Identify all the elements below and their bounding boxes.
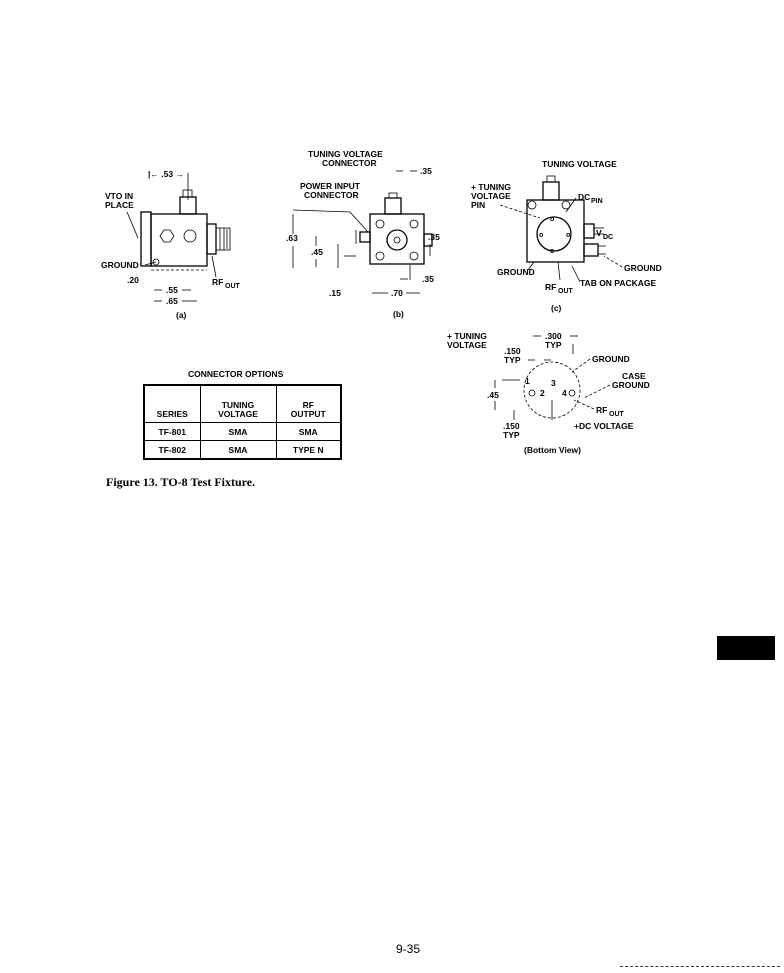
vdc-label: V: [596, 228, 602, 238]
dim-150-bottom: .150: [503, 421, 520, 431]
dim-63: .63: [286, 233, 298, 243]
power-input-2: CONNECTOR: [304, 190, 359, 200]
plus-tuning-3-c: PIN: [471, 200, 485, 210]
figure-d-bottom-view: + TUNING VOLTAGE .300 TYP .150 TYP GROUN…: [447, 331, 650, 455]
power-input-1: POWER INPUT: [300, 181, 361, 191]
table-row: TF-802 SMA TYPE N: [143, 440, 342, 460]
tuning-voltage-c: TUNING VOLTAGE: [542, 159, 617, 169]
table-cell: TYPE N: [275, 440, 342, 460]
table-cell: SMA: [199, 440, 277, 460]
figure-c-top-view: TUNING VOLTAGE + TUNING VOLTAGE PIN o o …: [471, 159, 662, 313]
pin-4: 4: [562, 388, 567, 398]
rf-out-sub-a: OUT: [225, 283, 241, 290]
plus-tuning-1-c: + TUNING: [471, 182, 511, 192]
table-cell: SMA: [275, 422, 342, 441]
figure-caption: Figure 13. TO-8 Test Fixture.: [106, 475, 256, 489]
table-cell: TF-802: [143, 440, 201, 460]
vto-label-2: PLACE: [105, 200, 134, 210]
dc-pin-sub: PIN: [591, 198, 603, 205]
dim-300: .300: [545, 331, 562, 341]
vdc-sub: DC: [603, 234, 613, 241]
rf-out-label-d: RF: [596, 405, 607, 415]
dim-45: .45: [311, 247, 323, 257]
svg-text:o: o: [539, 232, 543, 239]
dim-20: .20: [127, 275, 139, 285]
svg-text:o: o: [566, 232, 570, 239]
rf-out-label-c: RF: [545, 282, 556, 292]
dim-65: .65: [166, 296, 178, 306]
ground-left-c: GROUND: [497, 267, 535, 277]
pin-3: 3: [551, 378, 556, 388]
ground-right-c: GROUND: [624, 263, 662, 273]
section-tab-marker: [717, 636, 775, 660]
caption-a: (a): [176, 310, 187, 320]
figure-a-side-view: |← .53 → VTO IN PLACE GROUND .20 RF OUT …: [101, 169, 241, 320]
table-row: TF-801 SMA SMA: [143, 422, 342, 441]
ground-label-a: GROUND: [101, 260, 139, 270]
dim-53: |← .53 →: [148, 169, 184, 179]
tab-on-package: TAB ON PACKAGE: [580, 278, 657, 288]
dim-55: .55: [166, 285, 178, 295]
plus-tuning-2-c: VOLTAGE: [471, 191, 511, 201]
tuning-connector-1: TUNING VOLTAGE: [308, 149, 383, 159]
pin-1: 1: [525, 376, 530, 386]
rf-out-sub-c: OUT: [558, 288, 574, 295]
bottom-view-caption: (Bottom View): [524, 445, 581, 455]
bottom-divider: [620, 966, 780, 968]
caption-c: (c): [551, 303, 562, 313]
rf-out-label-a: RF: [212, 277, 223, 287]
typ-left: TYP: [504, 355, 521, 365]
dim-70: .70: [391, 288, 403, 298]
tuning-connector-2: CONNECTOR: [322, 158, 377, 168]
page-number: 9-35: [396, 942, 421, 956]
figure-b-end-view: TUNING VOLTAGE CONNECTOR .35 POWER INPUT…: [286, 149, 440, 319]
dim-45-d: .45: [487, 390, 499, 400]
svg-text:o: o: [550, 248, 554, 255]
dim-150-top: .150: [504, 346, 521, 356]
svg-text:o: o: [550, 216, 554, 223]
typ-bottom: TYP: [503, 430, 520, 440]
vto-label-1: VTO IN: [105, 191, 133, 201]
case-label-1: CASE: [622, 371, 646, 381]
table-cell: TF-801: [143, 422, 201, 441]
header-series: SERIES: [143, 384, 201, 423]
dim-35-right: .35: [428, 232, 440, 242]
ground-label-d: GROUND: [592, 354, 630, 364]
dim-35-bottom: .35: [422, 274, 434, 284]
dc-voltage-label: +DC VOLTAGE: [574, 421, 634, 431]
typ-top: TYP: [545, 340, 562, 350]
plus-tuning-2-d: VOLTAGE: [447, 340, 487, 350]
rf-out-sub-d: OUT: [609, 411, 625, 418]
table-cell: SMA: [199, 422, 277, 441]
dc-pin-label: DC: [578, 192, 590, 202]
dim-35-top: .35: [420, 166, 432, 176]
caption-b: (b): [393, 309, 404, 319]
case-label-2: GROUND: [612, 380, 650, 390]
dim-15: .15: [329, 288, 341, 298]
pin-2: 2: [540, 388, 545, 398]
connector-options-title: CONNECTOR OPTIONS: [188, 369, 284, 379]
plus-tuning-1-d: + TUNING: [447, 331, 487, 341]
